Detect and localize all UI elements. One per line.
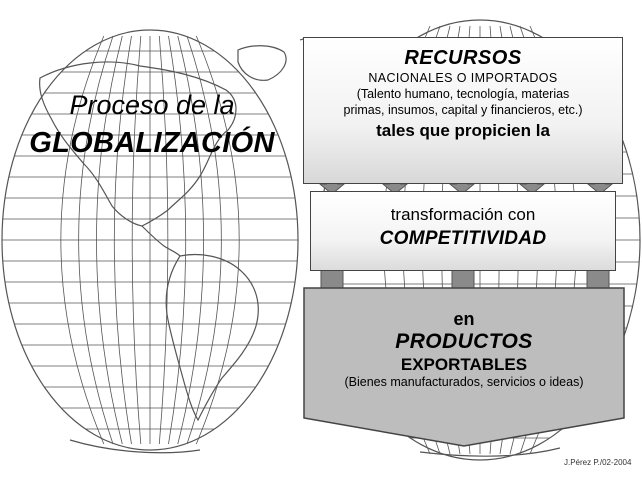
map-landmass [39, 37, 561, 457]
diagram-title-line1: Proceso de la [69, 90, 235, 120]
recursos-box: RECURSOS NACIONALES O IMPORTADOS (Talent… [303, 37, 623, 184]
recursos-description-line1: (Talento humano, tecnología, materias [356, 87, 570, 102]
recursos-heading: RECURSOS [404, 47, 522, 69]
transformacion-line1: transformación con [390, 205, 536, 224]
recursos-tail-text: tales que propicien la [376, 121, 550, 141]
south-america-outline [165, 253, 259, 422]
recursos-subheading: NACIONALES O IMPORTADOS [368, 71, 558, 86]
productos-line3: EXPORTABLES [400, 354, 528, 374]
productos-text-block: en PRODUCTOS EXPORTABLES (Bienes manufac… [304, 309, 624, 389]
author-credit: J.Pérez P./02-2004 [564, 458, 632, 467]
transformacion-box: transformación con COMPETITIVIDAD [310, 191, 616, 271]
north-america-outline [39, 61, 237, 227]
productos-box: en PRODUCTOS EXPORTABLES (Bienes manufac… [304, 287, 624, 442]
antarctica-outline-right [419, 447, 561, 457]
productos-line2: PRODUCTOS [395, 330, 533, 354]
productos-line1: en [453, 309, 475, 329]
greenland-outline [237, 45, 287, 81]
productos-box-shape [303, 287, 625, 447]
antarctica-outline [69, 439, 201, 454]
transformacion-line2: COMPETITIVIDAD [379, 228, 547, 250]
diagram-title-line2: GLOBALIZACIÓN [29, 127, 275, 159]
productos-description: (Bienes manufacturados, servicios o idea… [344, 374, 584, 389]
central-america-outline [141, 225, 181, 257]
recursos-description-line2: primas, insumos, capital y financieros, … [343, 103, 583, 118]
